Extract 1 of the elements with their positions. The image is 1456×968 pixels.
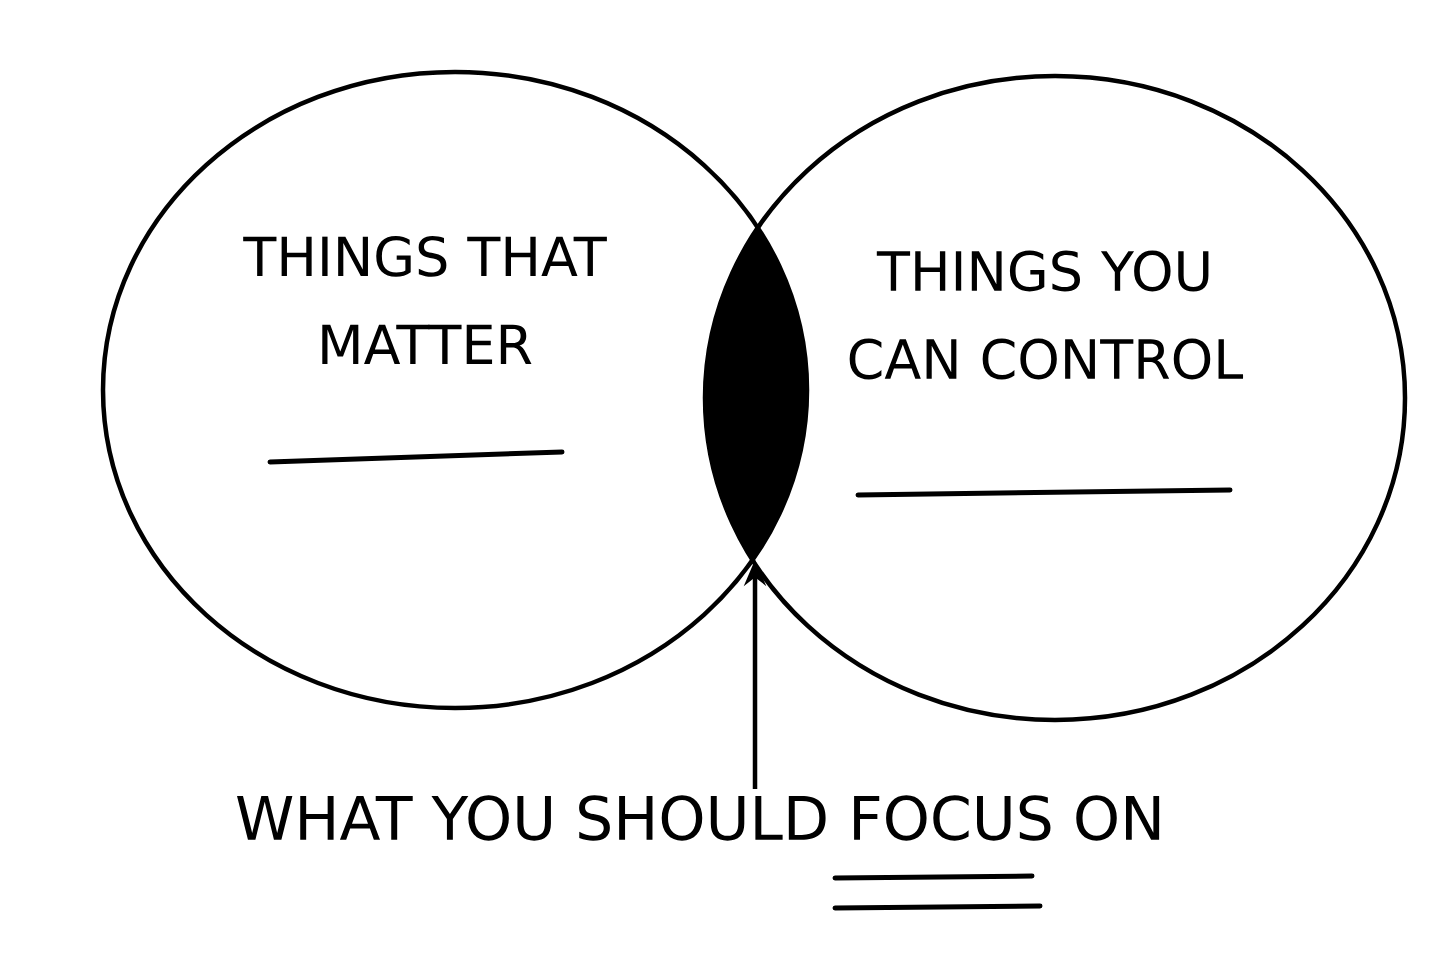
caption-text: WHAT YOU SHOULD FOCUS ON bbox=[237, 795, 1160, 841]
